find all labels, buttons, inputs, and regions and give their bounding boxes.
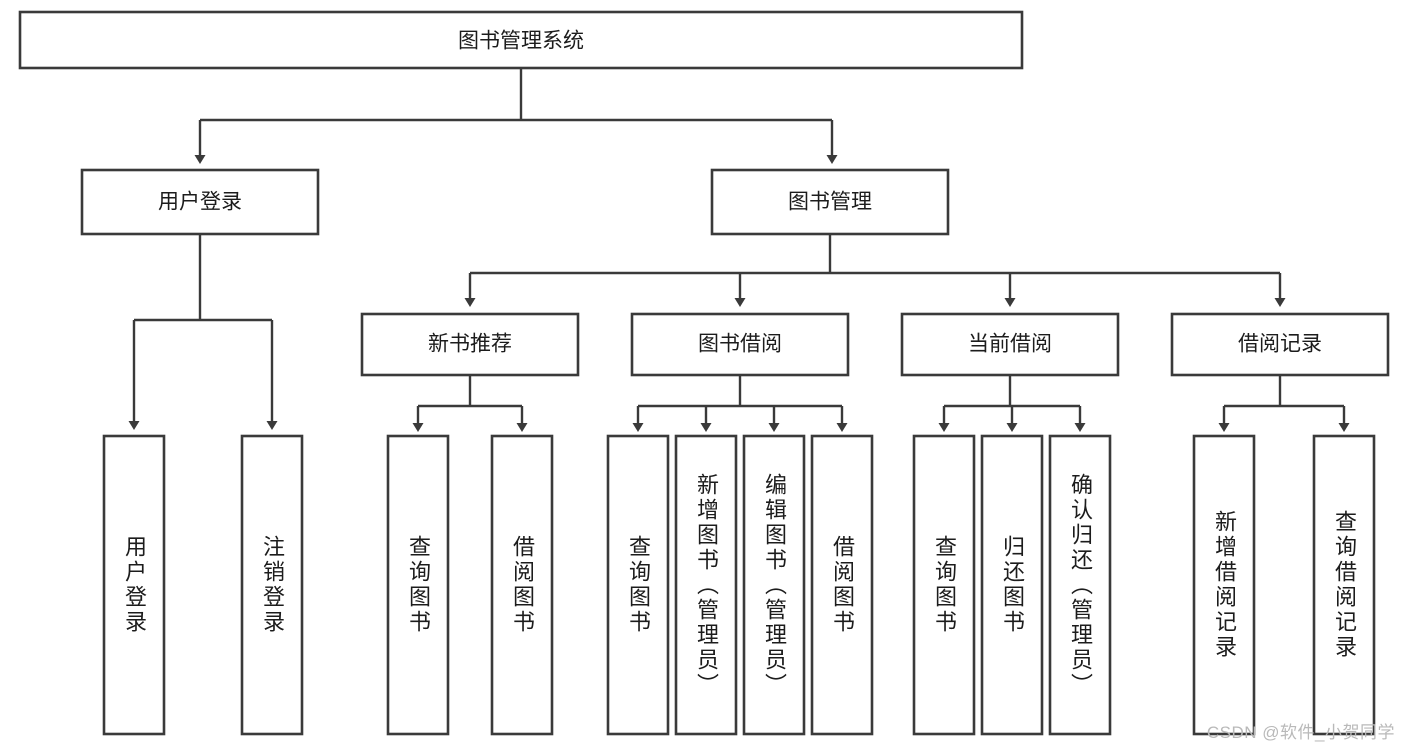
leaf-box[interactable] [1312,434,1376,736]
connector-userlogin-to-leaves [128,235,278,430]
connector-root-to-level1 [194,68,838,164]
leaf-box[interactable] [912,434,976,736]
leaf-box[interactable] [810,434,874,736]
node-new-book-recommend[interactable]: 新书推荐 [360,312,580,377]
node-root[interactable]: 图书管理系统 [18,10,1024,70]
connector-borrowrecord-to-leaves [1218,375,1350,432]
node-book-management-label: 图书管理 [788,191,872,214]
connector-bookborrow-to-leaves [632,375,848,432]
leaf-box-group [102,434,1376,736]
node-book-borrow[interactable]: 图书借阅 [630,312,850,377]
node-book-management[interactable]: 图书管理 [710,168,950,236]
node-book-borrow-label: 图书借阅 [698,333,782,356]
connector-bookmgmt-to-level2 [464,233,1286,307]
node-user-login[interactable]: 用户登录 [80,168,320,236]
leaf-box[interactable] [240,434,304,736]
leaf-box[interactable] [102,434,166,736]
leaf-box[interactable] [980,434,1044,736]
connector-newbook-to-leaves [412,375,528,432]
leaf-box[interactable] [386,434,450,736]
watermark-text: CSDN @软件_小贺同学 [1206,723,1395,742]
leaf-box[interactable] [1048,434,1112,736]
leaf-box[interactable] [490,434,554,736]
node-current-borrow[interactable]: 当前借阅 [900,312,1120,377]
leaf-box[interactable] [674,434,738,736]
connector-currentborrow-to-leaves [938,375,1086,432]
leaf-box[interactable] [742,434,806,736]
leaf-box[interactable] [606,434,670,736]
node-current-borrow-label: 当前借阅 [968,333,1052,356]
node-borrow-record-label: 借阅记录 [1238,333,1322,356]
node-borrow-record[interactable]: 借阅记录 [1170,312,1390,377]
node-root-label: 图书管理系统 [458,30,584,53]
leaf-box[interactable] [1192,434,1256,736]
node-new-book-recommend-label: 新书推荐 [428,333,512,356]
node-user-login-label: 用户登录 [158,191,242,214]
